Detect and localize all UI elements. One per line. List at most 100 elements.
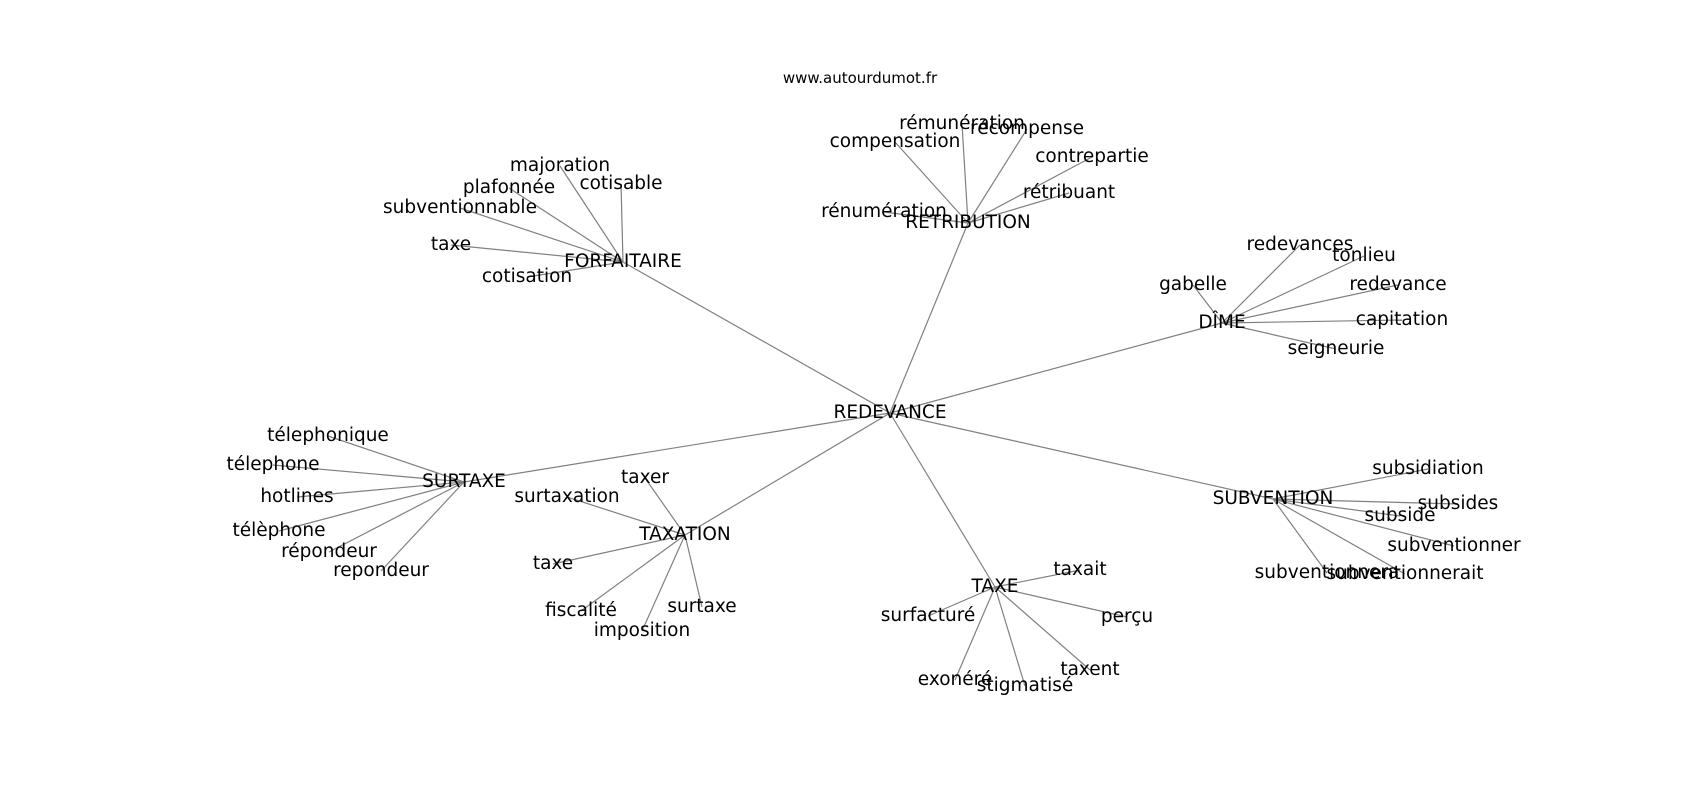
leaf-node-label: récompense [970, 118, 1084, 139]
edge-hub-leaf [1221, 244, 1301, 324]
edge-hub-leaf [883, 211, 969, 224]
leaf-node-label: rétribuant [1023, 182, 1115, 203]
leaf-node-label: cotisable [579, 173, 662, 194]
edge-root-hub [889, 412, 996, 588]
leaf-node-label: tonlieu [1332, 245, 1396, 266]
edge-hub-leaf [328, 481, 465, 553]
edge-hub-leaf [641, 534, 686, 632]
edge-hub-leaf [1221, 284, 1399, 324]
leaf-node-label: taxent [1060, 659, 1119, 680]
leaf-node-label: stigmatisé [977, 675, 1074, 696]
leaf-node-label: taxe [431, 234, 471, 255]
source-watermark: www.autourdumot.fr [783, 69, 938, 87]
edge-hub-leaf [566, 496, 686, 536]
edge-hub-leaf [1272, 498, 1401, 517]
leaf-node-label: hotlines [260, 486, 333, 507]
leaf-node-label: gabelle [1159, 274, 1227, 295]
edge-hub-leaf [994, 569, 1081, 588]
edge-hub-leaf [272, 464, 465, 483]
leaf-node-label: subsidiation [1372, 458, 1484, 479]
edge-hub-leaf [967, 192, 1070, 224]
leaf-node-label: télephonique [267, 425, 389, 446]
edge-hub-leaf [954, 586, 996, 681]
leaf-node-label: rémunération [899, 113, 1025, 134]
edge-hub-leaf [1272, 468, 1429, 500]
leaf-node-label: cotisation [482, 266, 572, 287]
leaf-node-label: subventionner [1387, 535, 1521, 556]
leaf-node-label: redevances [1247, 234, 1354, 255]
edge-hub-leaf [1272, 498, 1406, 575]
leaf-node-label: repondeur [333, 560, 429, 581]
leaf-node-label: plafonnée [463, 177, 555, 198]
edge-hub-leaf [508, 187, 624, 263]
hub-node-label: SURTAXE [422, 471, 506, 492]
leaf-node-label: capitation [1356, 309, 1448, 330]
leaf-node-label: taxait [1053, 559, 1106, 580]
edge-hub-leaf [1272, 498, 1455, 547]
leaf-node-label: répondeur [281, 541, 377, 562]
hub-node-label: RETRIBUTION [905, 212, 1031, 233]
leaf-node-label: subside [1364, 505, 1435, 526]
leaf-node-label: imposition [594, 620, 690, 641]
hub-node-label: DÎME [1198, 311, 1245, 333]
leaf-node-label: fiscalité [545, 600, 617, 621]
edge-hub-leaf [450, 244, 624, 263]
leaf-node-label: taxer [621, 467, 669, 488]
edge-hub-leaf [961, 123, 969, 224]
edge-hub-leaf [380, 481, 465, 572]
edge-hub-leaf [620, 183, 624, 263]
edge-root-hub [622, 261, 891, 414]
leaf-node-label: majoration [510, 155, 610, 176]
edge-root-hub [463, 412, 891, 483]
edge-hub-leaf [526, 261, 624, 278]
edge-hub-leaf [327, 435, 465, 483]
edge-hub-leaf [296, 481, 465, 498]
edge-hub-leaf [994, 586, 1128, 618]
edge-hub-leaf [967, 128, 1028, 224]
leaf-node-label: subventionnable [383, 197, 537, 218]
edge-hub-leaf [1192, 284, 1223, 324]
edge-hub-leaf [967, 156, 1093, 224]
edge-hub-leaf [1221, 255, 1365, 324]
edge-hub-leaf [559, 165, 624, 263]
leaf-node-label: télèphone [232, 520, 325, 541]
hub-node-label: TAXATION [638, 524, 731, 545]
edges-layer [272, 123, 1459, 687]
leaf-node-label: contrepartie [1035, 146, 1149, 167]
edge-hub-leaf [1221, 319, 1403, 324]
hub-node-label: SUBVENTION [1213, 488, 1334, 509]
leaf-node-label: subventionnera [1255, 562, 1400, 583]
edge-hub-leaf [894, 141, 969, 224]
edge-hub-leaf [580, 534, 686, 612]
edge-hub-leaf [994, 586, 1091, 671]
leaf-node-label: exonéré [918, 669, 992, 690]
leaf-node-label: perçu [1101, 606, 1153, 627]
leaf-node-label: compensation [830, 131, 961, 152]
edge-root-hub [889, 322, 1223, 414]
edge-hub-leaf [278, 481, 465, 532]
edge-hub-leaf [1272, 498, 1459, 505]
leaf-node-label: rénumération [821, 201, 947, 222]
edge-hub-leaf [552, 534, 686, 565]
leaf-node-label: surtaxe [667, 596, 736, 617]
root-node-label: REDEVANCE [833, 402, 946, 423]
edge-root-hub [684, 412, 891, 536]
edge-hub-leaf [644, 477, 686, 536]
leaf-node-label: surtaxation [514, 486, 619, 507]
hub-node-label: TAXE [971, 576, 1019, 597]
edge-hub-leaf [684, 534, 703, 608]
edge-hub-leaf [994, 586, 1026, 687]
leaf-node-label: taxe [533, 553, 573, 574]
hub-node-label: FORFAITAIRE [564, 251, 682, 272]
leaf-node-label: seigneurie [1288, 338, 1385, 359]
leaf-node-label: subventionnerait [1326, 563, 1483, 584]
edge-hub-leaf [1221, 322, 1337, 350]
edge-hub-leaf [927, 586, 996, 617]
leaf-node-label: subsides [1418, 493, 1499, 514]
labels-layer: REDEVANCE RETRIBUTION rémunérationrécompen… [226, 113, 1521, 696]
edge-hub-leaf [1272, 498, 1328, 574]
leaf-node-label: surfacturé [881, 605, 976, 626]
leaf-node-label: télephone [226, 454, 319, 475]
edge-root-hub [889, 222, 969, 414]
